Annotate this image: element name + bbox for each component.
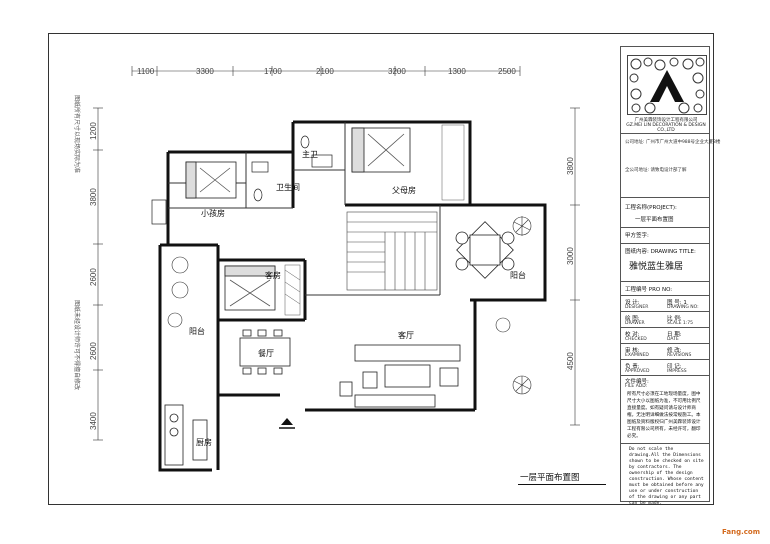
title-block: 广州美霖装饰设计工程有限公司 GZ.MEI LIN DECORATION & D… [620,46,720,506]
wardrobes [284,124,465,316]
label-guest-room: 客房 [265,270,281,280]
english-note: Do not scale the drawing.All the Dimensi… [629,447,704,506]
right-dimension-line [570,107,580,426]
label-bath-1: 卫生间 [276,182,300,192]
entrance-arrow [281,418,293,425]
dim-left-2: 3800 [89,188,98,206]
client-signature-label: 甲方签字: [625,233,649,239]
project-value: 一层平面布置图 [635,217,674,223]
dim-top-6: 1300 [448,67,466,76]
kitchen-counter [164,404,208,466]
label-master-bath: 主卫 [302,149,318,159]
drawing-title-label: 图纸内容: DRAWING TITLE: [625,249,696,255]
label-kitchen: 厨房 [196,437,212,447]
dim-right-3: 4500 [566,352,575,370]
label-parents-room: 父母房 [392,185,416,195]
dim-top-1: 1100 [137,67,155,76]
address-2: 全公司地址: 请致电设计部了解 [625,168,687,173]
chinese-note: 所有尺寸必须在工地现场量度，图中尺寸大小以图纸为准，不可用比例尺直接量度。如有疑… [627,392,701,439]
top-dimension-line [131,66,521,76]
dim-left-5: 3400 [89,412,98,430]
label-balcony-left: 阳台 [189,326,205,336]
label-balcony-right: 阳台 [510,270,526,280]
dim-top-2: 3300 [196,67,214,76]
pro-no-label: 工程编号 PRO NO: [625,287,673,293]
company-logo [627,55,707,115]
dim-top-3: 1700 [264,67,282,76]
label-dining: 餐厅 [258,349,274,358]
dim-left-3: 2600 [89,268,98,286]
plants [167,216,532,395]
watermark: Fang.com [721,528,760,536]
living-sofa-set [339,344,461,408]
dim-left-1: 1200 [89,122,98,140]
bath-fixtures [151,135,333,225]
walls [158,120,547,472]
company-name: 广州美霖装饰设计工程有限公司 GZ.MEI LIN DECORATION & D… [626,118,706,133]
note-vertical-top: 图纸所有尺寸以现场实际为准 [73,95,81,173]
dining-table [239,329,291,375]
drawing-title-value: 雅悦蓝生雅居 [629,262,684,272]
dim-left-4: 2600 [89,342,98,360]
drawing-frame [48,33,714,505]
dim-top-7: 2500 [498,67,516,76]
label-child-room: 小孩房 [201,208,225,218]
bed-child [185,161,237,199]
dim-right-1: 3800 [566,157,575,175]
note-vertical-bottom: 图纸未经设计师许可不得擅自修改 [73,300,81,390]
dim-top-4: 2100 [316,67,334,76]
bed-guest [224,265,276,311]
address-1: 公司地址: 广州市广州大道中988号企业大厦8楼 [625,140,721,145]
bed-parents [351,127,411,173]
balcony-table [455,221,515,279]
dim-top-5: 3200 [388,67,406,76]
dim-right-2: 3000 [566,247,575,265]
plan-title: 一层平面布置图 [520,473,580,483]
plan-title-underline [518,484,606,485]
project-label: 工程名称(PROJECT): [625,205,677,211]
left-dimension-line [93,107,103,441]
label-living: 客厅 [398,330,414,340]
staircase [346,211,438,291]
